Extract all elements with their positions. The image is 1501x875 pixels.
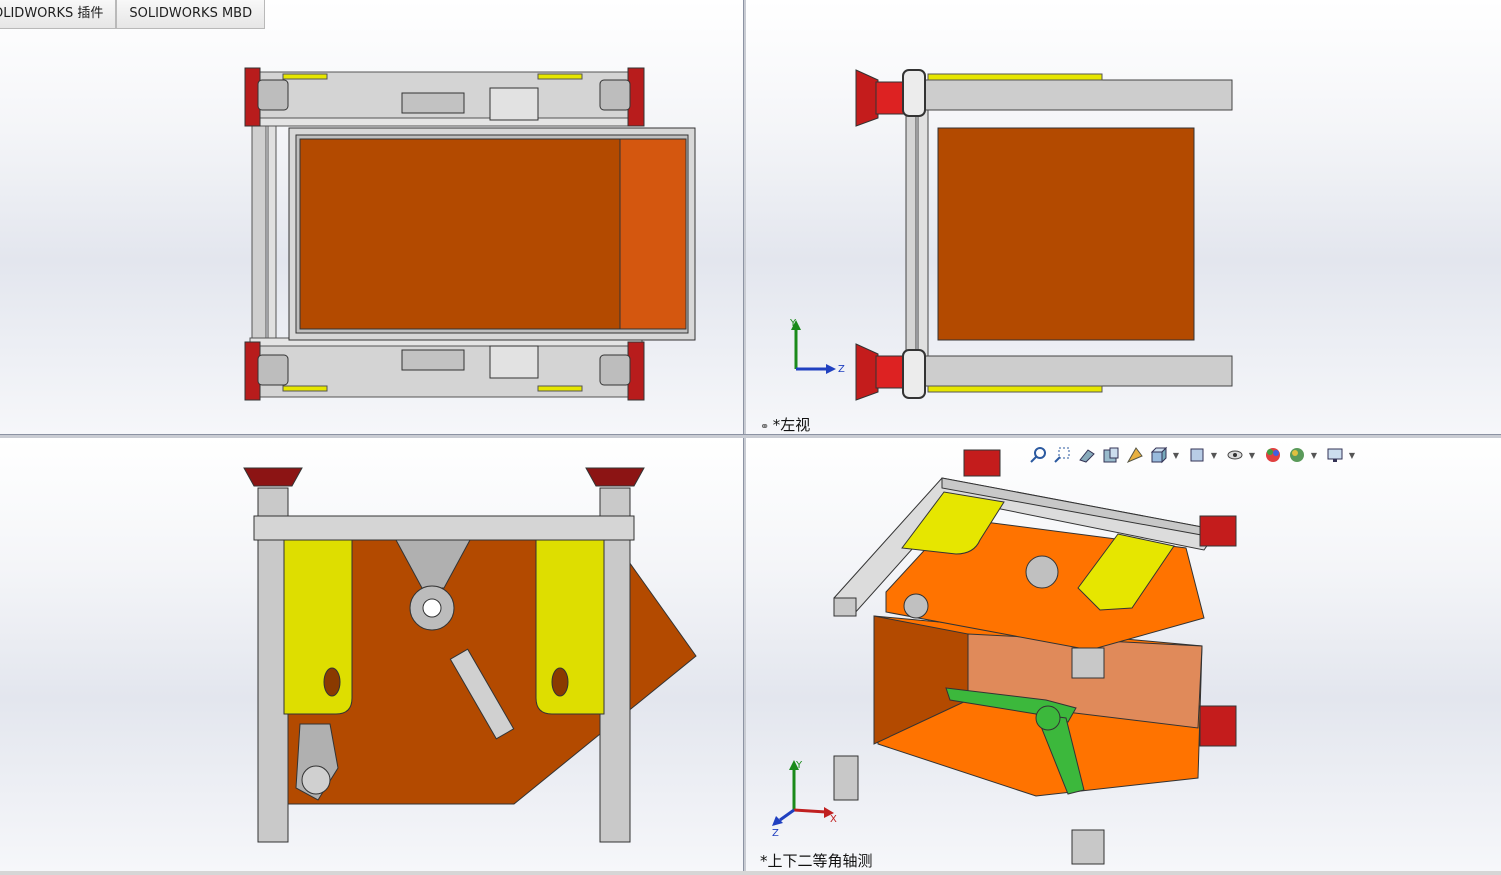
chevron-down-icon[interactable]: ▼ xyxy=(1348,450,1356,460)
viewport-horizontal-splitter[interactable] xyxy=(0,434,1501,438)
hide-show-items-icon[interactable] xyxy=(1224,444,1246,466)
edit-appearance-icon[interactable] xyxy=(1262,444,1284,466)
apply-scene-icon[interactable] xyxy=(1286,444,1308,466)
triad-z-label: Z xyxy=(838,364,845,375)
heads-up-view-toolbar: ▼ ▼ ▼ ▼ ▼ xyxy=(1028,444,1360,466)
viewport-top-right[interactable]: Y Z ⚭ *左视 xyxy=(746,0,1501,434)
display-style-icon[interactable] xyxy=(1186,444,1208,466)
view-orientation-icon[interactable] xyxy=(1148,444,1170,466)
zoom-to-area-icon[interactable] xyxy=(1052,444,1074,466)
model-front-view xyxy=(243,467,697,843)
triad-y-label: Y xyxy=(789,318,797,329)
model-top-view xyxy=(244,67,696,401)
command-manager-tabs: OLIDWORKS 插件 SOLIDWORKS MBD xyxy=(0,0,266,30)
triad-y-label: Y xyxy=(795,760,803,771)
chevron-down-icon[interactable]: ▼ xyxy=(1172,450,1180,460)
zoom-to-fit-icon[interactable] xyxy=(1028,444,1050,466)
viewport-bottom-left[interactable] xyxy=(0,438,743,871)
chevron-down-icon[interactable]: ▼ xyxy=(1210,450,1218,460)
previous-view-icon[interactable] xyxy=(1076,444,1098,466)
status-bar xyxy=(0,871,1501,875)
model-left-view xyxy=(855,69,1233,401)
model-isometric-view xyxy=(833,449,1237,865)
triad-z-label: Z xyxy=(772,828,779,838)
view-settings-icon[interactable] xyxy=(1324,444,1346,466)
view-orientation-label: ⚭ *左视 xyxy=(760,416,811,434)
section-view-icon[interactable] xyxy=(1100,444,1122,466)
viewport-top-left[interactable] xyxy=(0,0,743,434)
link-icon: ⚭ xyxy=(760,420,773,433)
chevron-down-icon[interactable]: ▼ xyxy=(1248,450,1256,460)
dynamic-annotation-icon[interactable] xyxy=(1124,444,1146,466)
tab-solidworks-addins[interactable]: OLIDWORKS 插件 xyxy=(0,0,117,29)
view-orientation-label: *上下二等角轴测 xyxy=(760,852,873,870)
coordinate-triad: Y Z xyxy=(789,318,845,375)
viewport-bottom-right[interactable]: ▼ ▼ ▼ ▼ ▼ Y X Z *上下二等角轴测 xyxy=(746,438,1501,871)
triad-x-label: X xyxy=(830,814,837,825)
chevron-down-icon[interactable]: ▼ xyxy=(1310,450,1318,460)
tab-solidworks-mbd[interactable]: SOLIDWORKS MBD xyxy=(116,0,266,29)
coordinate-triad: Y X Z xyxy=(772,760,837,838)
